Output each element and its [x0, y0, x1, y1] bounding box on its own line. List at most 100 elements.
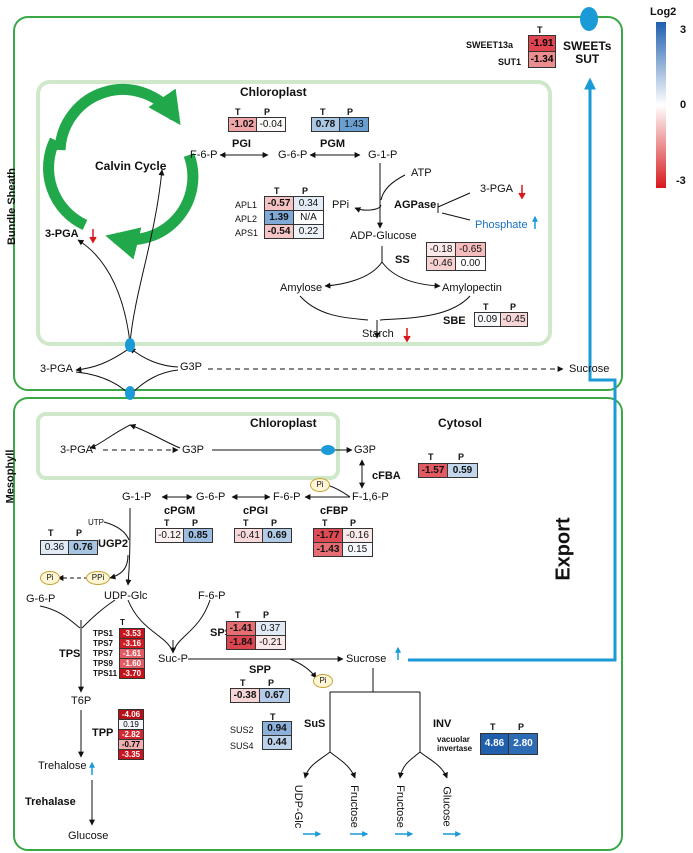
- sus2-label: SUS2: [230, 725, 254, 735]
- cpgi-t-value: -0.41: [235, 529, 263, 542]
- utp-label: UTP: [88, 518, 104, 527]
- sps1-p-value: 0.37: [256, 622, 285, 635]
- ugp2-t-value: 0.36: [41, 541, 69, 554]
- cfba-p-value: 0.59: [448, 464, 477, 477]
- sweets-sut-label: SWEETs SUT: [563, 39, 612, 66]
- inv-p-header: P: [518, 722, 525, 732]
- tps-values: -3.53 -3.16 -1.61 -1.60 -3.70: [119, 628, 145, 679]
- ss1-t-value: -0.18: [427, 243, 456, 256]
- ugp2-p-header: P: [76, 528, 83, 538]
- ppi-label: PPi: [332, 199, 350, 211]
- cytosol-label: Cytosol: [438, 416, 483, 430]
- calvin-cycle-arrows: [43, 84, 199, 260]
- sbe-t-header: T: [483, 302, 489, 312]
- sbe-values: 0.09 -0.45: [474, 312, 528, 327]
- cfba-label: cFBA: [372, 470, 401, 482]
- sweet13a-label: SWEET13a: [466, 40, 514, 50]
- f6p-cyt-label: F-6-P: [198, 590, 226, 602]
- inv-label: INV: [433, 718, 452, 730]
- tpp5-value: -3.35: [119, 750, 143, 759]
- mesophyll-label: Mesophyll: [4, 449, 17, 504]
- g6p-m-label: G-6-P: [196, 491, 226, 503]
- tps1-value: -3.53: [120, 629, 144, 639]
- g6p-label: G-6-P: [278, 149, 308, 161]
- pgm-values: 0.78 1.43: [311, 117, 369, 132]
- ugp2-values: 0.36 0.76: [40, 540, 98, 555]
- udp-glc-label: UDP-Glc: [104, 590, 148, 602]
- sus4-label: SUS4: [230, 741, 254, 751]
- atp-label: ATP: [411, 167, 432, 179]
- tpp2-value: 0.19: [119, 720, 143, 730]
- t6p-label: T6P: [71, 695, 92, 707]
- cfbp-t-header: T: [322, 518, 328, 528]
- cfbp1-t-value: -1.77: [314, 529, 343, 542]
- apl1-t-value: -0.57: [265, 197, 294, 210]
- sps-t-header: T: [235, 610, 241, 620]
- legend-min: -3: [676, 175, 686, 187]
- cfbp-p-header: P: [350, 518, 357, 528]
- sus-label: SuS: [304, 718, 326, 730]
- sucrose-bs-label: Sucrose: [569, 363, 610, 375]
- sus2-t-value: 0.94: [263, 722, 291, 736]
- cpgi-p-header: P: [271, 518, 278, 528]
- cfbp-label: cFBP: [320, 505, 349, 517]
- m-chloroplast: [36, 412, 340, 480]
- legend-gradient: [656, 22, 666, 188]
- udp-glc-out-label: UDP-Glc: [292, 784, 305, 829]
- ugp2-label: UGP2: [98, 538, 128, 550]
- cpgm-values: -0.12 0.85: [155, 528, 213, 543]
- cpgi-p-value: 0.69: [263, 529, 291, 542]
- pgm-t-header: T: [320, 107, 326, 117]
- tps7a-value: -3.16: [120, 639, 144, 649]
- pi-coin-2: Pi: [40, 571, 60, 585]
- sbe-label: SBE: [443, 315, 466, 327]
- pgm-label: PGM: [320, 138, 346, 150]
- tps11-label: TPS11: [93, 669, 118, 678]
- suc-p-label: Suc-P: [158, 653, 188, 665]
- export-label: Export: [552, 517, 575, 581]
- sps2-t-value: -1.84: [227, 636, 256, 649]
- chloroplast-bottom-label: Chloroplast: [250, 416, 317, 430]
- sweet-t-header: T: [537, 25, 543, 35]
- apl2-t-value: 1.39: [265, 211, 294, 224]
- tps-t-header: T: [120, 618, 125, 627]
- tps-label: TPS: [59, 648, 81, 660]
- pgi-label: PGI: [232, 138, 251, 150]
- aps1-p-value: 0.22: [294, 225, 323, 238]
- g3p-m-label: G3P: [182, 444, 205, 456]
- calvin-cycle-label: Calvin Cycle: [95, 159, 167, 173]
- bundle-sheath-label: Bundle Sheath: [6, 167, 19, 246]
- mesophyll-cell: [13, 397, 623, 851]
- g3p-label: G3P: [180, 361, 203, 373]
- fructose-2-label: Fructose: [393, 785, 406, 828]
- sut1-label: SUT1: [498, 57, 522, 67]
- cpgi-values: -0.41 0.69: [234, 528, 292, 543]
- g1p-label: G-1-P: [368, 149, 398, 161]
- ss2-t-value: -0.46: [427, 257, 456, 270]
- amylopectin-label: Amylopectin: [442, 282, 502, 294]
- spp-p-value: 0.67: [260, 689, 289, 702]
- sps1-t-value: -1.41: [227, 622, 256, 635]
- f6p-label: F-6-P: [190, 149, 218, 161]
- cfba-t-header: T: [428, 452, 434, 462]
- sweet-transporter: [580, 7, 598, 31]
- pgi-t-header: T: [235, 107, 241, 117]
- tps9-label: TPS9: [93, 659, 114, 668]
- pgi-p-value: -0.04: [257, 118, 285, 131]
- f16p-label: F-1,6-P: [352, 491, 389, 503]
- trehalase-label: Trehalase: [25, 796, 76, 808]
- g1p-m-label: G-1-P: [122, 491, 152, 503]
- tpp4-value: -0.77: [119, 740, 143, 750]
- pga-bs-label: 3-PGA: [45, 228, 79, 240]
- apl2-p-value: N/A: [294, 211, 323, 224]
- sps-p-header: P: [263, 610, 270, 620]
- sbe-p-value: -0.45: [501, 313, 527, 326]
- pgi-p-header: P: [264, 107, 271, 117]
- pi-coin-3: Pi: [313, 674, 333, 688]
- bundle-sheath-cell: [13, 16, 623, 391]
- sps2-p-value: -0.21: [256, 636, 285, 649]
- adp-glucose-label: ADP-Glucose: [350, 230, 417, 242]
- tpp-label: TPP: [92, 727, 114, 739]
- tps1-label: TPS1: [93, 629, 114, 638]
